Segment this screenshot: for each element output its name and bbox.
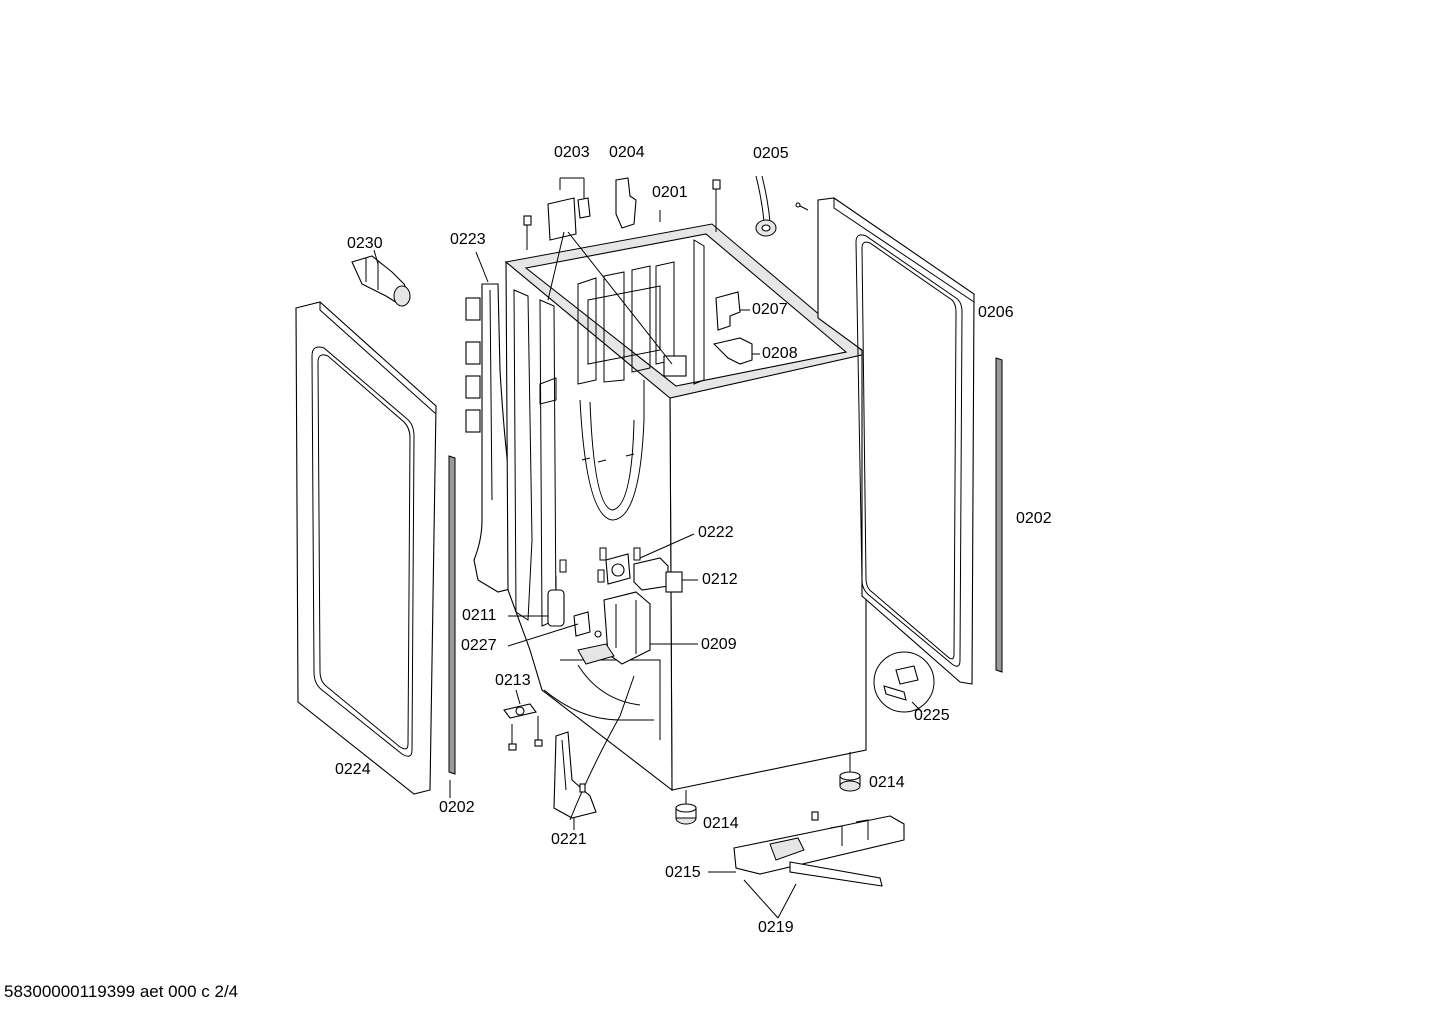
callout-0223: 0223 <box>450 231 486 248</box>
sensor-0225 <box>873 651 935 713</box>
cabinet-body <box>504 223 868 792</box>
callout-0202-right: 0202 <box>1016 510 1052 527</box>
callout-0227: 0227 <box>461 637 497 654</box>
callout-0225: 0225 <box>914 707 950 724</box>
callout-0203: 0203 <box>554 144 590 161</box>
base-frame <box>733 811 905 887</box>
side-panel-left <box>295 301 437 795</box>
screw-top-left <box>523 215 532 250</box>
side-panel-right <box>817 197 975 685</box>
clip <box>615 177 637 229</box>
pump-unit <box>577 591 651 665</box>
callout-0221: 0221 <box>551 831 587 848</box>
callout-0213: 0213 <box>495 672 531 689</box>
screw-top-right <box>712 179 721 232</box>
document-footer-code: 58300000119399 aet 000 c 2/4 <box>4 982 239 1001</box>
valve-assembly <box>351 255 411 307</box>
screw-rear <box>795 202 809 211</box>
callout-0212: 0212 <box>702 571 738 588</box>
foot-front <box>675 790 697 825</box>
callout-0208: 0208 <box>762 345 798 362</box>
bracket-0208 <box>712 337 753 365</box>
callout-0207: 0207 <box>752 301 788 318</box>
callout-0214-right: 0214 <box>869 774 905 791</box>
seal-strip-left <box>448 455 456 775</box>
control-module <box>605 553 683 593</box>
pressure-switch <box>553 675 635 821</box>
callout-0224: 0224 <box>335 761 371 778</box>
cover-plate <box>547 177 591 241</box>
callout-0204: 0204 <box>609 144 645 161</box>
callout-0219: 0219 <box>758 919 794 936</box>
callout-0206: 0206 <box>978 304 1014 321</box>
callout-0202-left: 0202 <box>439 799 475 816</box>
callout-0215: 0215 <box>665 864 701 881</box>
hose-connector <box>755 175 777 237</box>
switch-0227 <box>573 611 602 638</box>
callout-0205: 0205 <box>753 145 789 162</box>
seal-strip-right <box>995 357 1003 673</box>
callout-0211: 0211 <box>462 607 497 624</box>
foot-right <box>839 752 861 792</box>
callout-0222: 0222 <box>698 524 734 541</box>
callout-0209: 0209 <box>701 636 737 653</box>
callout-0214-front: 0214 <box>703 815 739 832</box>
callout-0201: 0201 <box>652 184 688 201</box>
leader-lines <box>373 210 923 919</box>
bracket-0207 <box>715 291 741 331</box>
capacitor <box>547 576 565 627</box>
callout-0230: 0230 <box>347 235 383 252</box>
duct-hose <box>465 283 515 593</box>
connector-0213 <box>503 703 543 751</box>
